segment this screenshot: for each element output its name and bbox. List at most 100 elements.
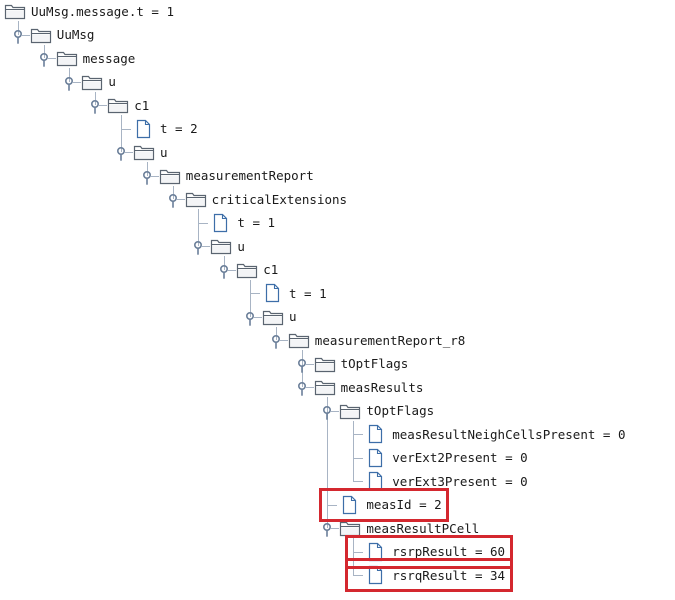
tree-node-u[interactable]: u bbox=[210, 235, 245, 257]
tree-node-u[interactable]: u bbox=[133, 141, 168, 163]
expand-toggle-icon[interactable] bbox=[322, 405, 332, 421]
expand-toggle-icon[interactable] bbox=[142, 170, 152, 186]
tree-connector-line bbox=[353, 538, 354, 575]
expand-toggle-icon[interactable] bbox=[168, 193, 178, 209]
tree-node-label: u bbox=[108, 74, 116, 89]
folder-icon bbox=[210, 236, 232, 256]
tree-connector-line bbox=[250, 293, 260, 294]
folder-icon bbox=[4, 1, 26, 21]
file-icon bbox=[210, 213, 232, 233]
folder-icon bbox=[262, 307, 284, 327]
tree-node-t-1[interactable]: t = 1 bbox=[262, 282, 327, 304]
tree-node-label: measResults bbox=[340, 379, 424, 395]
tree-node-measresultpcell[interactable]: measResultPCell bbox=[339, 517, 479, 539]
tree-node-c1[interactable]: c1 bbox=[107, 94, 149, 116]
file-icon bbox=[339, 495, 361, 515]
tree-node-measresults[interactable]: measResults bbox=[314, 376, 424, 398]
expand-toggle-icon[interactable] bbox=[219, 264, 229, 280]
tree-connector-line bbox=[95, 91, 96, 105]
folder-icon bbox=[133, 142, 155, 162]
folder-icon bbox=[159, 166, 181, 186]
file-icon bbox=[262, 283, 284, 303]
tree-node-verext3present-0[interactable]: verExt3Present = 0 bbox=[365, 470, 528, 492]
tree-node-rsrpresult-60[interactable]: rsrpResult = 60 bbox=[365, 541, 505, 563]
tree-connector-line bbox=[331, 528, 339, 529]
tree-connector-line bbox=[228, 270, 236, 271]
highlight-box bbox=[345, 534, 514, 569]
tree-connector-line bbox=[353, 481, 363, 482]
expand-toggle-icon[interactable] bbox=[13, 29, 23, 45]
tree-connector-line bbox=[306, 364, 314, 365]
tree-node-toptflags[interactable]: tOptFlags bbox=[314, 353, 409, 375]
tree-node-label: criticalExtensions bbox=[211, 191, 348, 207]
tree-node-measid-2[interactable]: measId = 2 bbox=[339, 494, 442, 516]
tree-connector-line bbox=[69, 68, 70, 82]
expand-toggle-icon[interactable] bbox=[39, 52, 49, 68]
expand-toggle-icon[interactable] bbox=[90, 99, 100, 115]
tree-node-label: measurementReport_r8 bbox=[314, 332, 466, 348]
tree-connector-line bbox=[353, 458, 363, 459]
highlight-box bbox=[319, 487, 450, 522]
folder-icon bbox=[81, 72, 103, 92]
tree-node-u[interactable]: u bbox=[262, 306, 297, 328]
folder-icon bbox=[236, 260, 258, 280]
tree-node-uumsg-message-t-1[interactable]: UuMsg.message.t = 1 bbox=[4, 0, 174, 22]
tree-connector-line bbox=[121, 115, 122, 152]
folder-icon bbox=[56, 48, 78, 68]
tree-node-label: t = 2 bbox=[160, 121, 198, 136]
tree-node-toptflags[interactable]: tOptFlags bbox=[339, 400, 434, 422]
tree-node-label: t = 1 bbox=[237, 215, 276, 230]
tree-connector-line bbox=[224, 256, 225, 270]
folder-icon bbox=[288, 330, 310, 350]
tree-connector-line bbox=[73, 82, 81, 83]
tree-node-t-1[interactable]: t = 1 bbox=[210, 212, 275, 234]
tree-connector-line bbox=[198, 223, 208, 224]
tree-connector-line bbox=[331, 411, 339, 412]
tree-node-label: tOptFlags bbox=[366, 403, 435, 418]
tree-node-label: c1 bbox=[263, 262, 279, 277]
file-icon bbox=[365, 424, 387, 444]
expand-toggle-icon[interactable] bbox=[193, 240, 203, 256]
tree-connector-line bbox=[327, 397, 328, 528]
tree-node-measurementreport-r8[interactable]: measurementReport_r8 bbox=[288, 329, 466, 351]
expand-toggle-icon[interactable] bbox=[64, 76, 74, 92]
highlight-box bbox=[345, 558, 514, 592]
tree-node-label: c1 bbox=[134, 97, 150, 113]
tree-node-label: u bbox=[160, 144, 168, 160]
folder-icon bbox=[314, 377, 336, 397]
tree-node-u[interactable]: u bbox=[81, 71, 116, 93]
tree-node-label: UuMsg bbox=[56, 27, 95, 42]
expand-toggle-icon[interactable] bbox=[297, 358, 307, 374]
tree-node-measresultneighcellspresent-0[interactable]: measResultNeighCellsPresent = 0 bbox=[365, 423, 625, 445]
tree-connector-line bbox=[280, 340, 288, 341]
tree-connector-line bbox=[202, 246, 210, 247]
tree-node-c1[interactable]: c1 bbox=[236, 259, 278, 281]
tree-node-label: UuMsg.message.t = 1 bbox=[31, 3, 174, 19]
tree-connector-line bbox=[18, 21, 19, 35]
tree-node-label: verExt3Present = 0 bbox=[392, 473, 528, 489]
tree-node-label: tOptFlags bbox=[340, 356, 409, 371]
expand-toggle-icon[interactable] bbox=[116, 146, 126, 162]
expand-toggle-icon[interactable] bbox=[245, 311, 255, 327]
folder-icon bbox=[339, 401, 361, 421]
tree-node-criticalextensions[interactable]: criticalExtensions bbox=[185, 188, 347, 210]
tree-node-t-2[interactable]: t = 2 bbox=[133, 118, 198, 140]
expand-toggle-icon[interactable] bbox=[271, 334, 281, 350]
tree-node-message[interactable]: message bbox=[56, 47, 136, 69]
folder-icon bbox=[339, 518, 361, 538]
tree-connector-line bbox=[173, 185, 174, 199]
folder-icon bbox=[185, 189, 207, 209]
expand-toggle-icon[interactable] bbox=[297, 381, 307, 397]
tree-node-label: u bbox=[289, 309, 297, 324]
tree-node-uumsg[interactable]: UuMsg bbox=[30, 24, 95, 46]
expand-toggle-icon[interactable] bbox=[322, 522, 332, 538]
tree-connector-line bbox=[99, 105, 107, 106]
tree-node-label: message bbox=[82, 50, 136, 66]
file-icon bbox=[365, 448, 387, 468]
tree-node-verext2present-0[interactable]: verExt2Present = 0 bbox=[365, 447, 528, 469]
tree-connector-line bbox=[125, 152, 133, 153]
tree-connector-line bbox=[276, 326, 277, 340]
tree-node-measurementreport[interactable]: measurementReport bbox=[159, 165, 314, 187]
tree-node-label: u bbox=[237, 238, 245, 254]
